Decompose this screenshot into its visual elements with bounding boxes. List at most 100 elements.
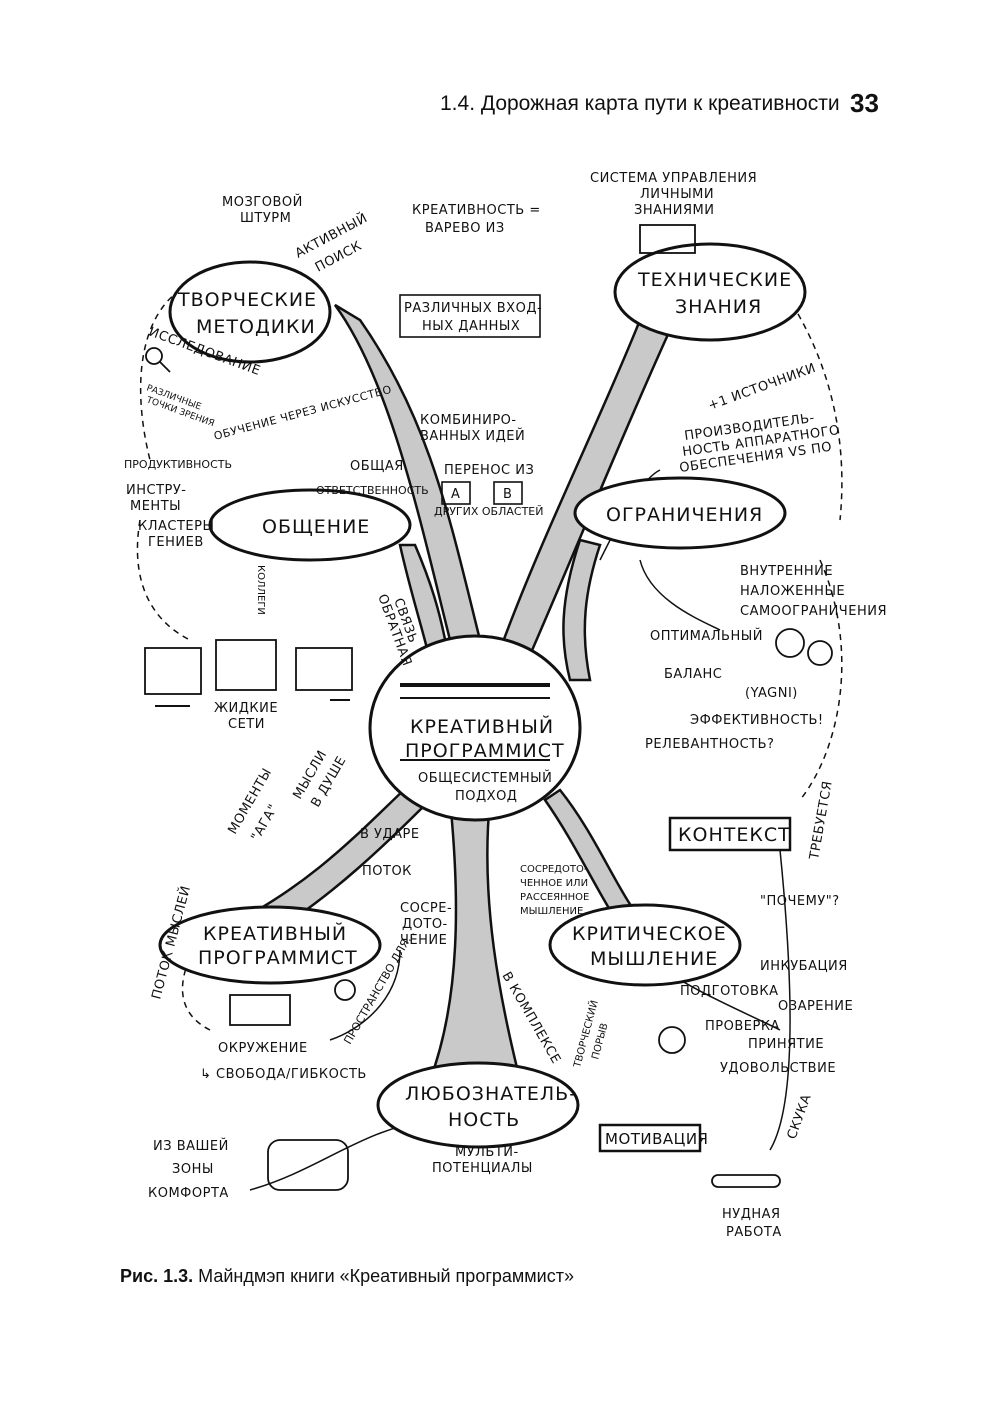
node-motivation-label: МОТИВАЦИЯ bbox=[605, 1130, 708, 1148]
node-curious-l1: ЛЮБОЗНАТЕЛЬ- bbox=[405, 1083, 577, 1105]
center-sub2: ПОДХОД bbox=[455, 789, 517, 804]
node-crprog-l1: КРЕАТИВНЫЙ bbox=[203, 922, 347, 945]
label-liquid2: СЕТИ bbox=[228, 717, 265, 732]
label-pkm2: ЛИЧНЫМИ bbox=[640, 187, 714, 202]
label-brew2: ВАРЕВО ИЗ bbox=[425, 221, 505, 236]
main-nodes bbox=[158, 242, 807, 1149]
label-focus1: СОСРЕ- bbox=[400, 901, 452, 916]
node-motivation-box bbox=[598, 1123, 702, 1153]
gear-icon bbox=[775, 628, 805, 658]
label-self: САМООГРАНИЧЕНИЯ bbox=[740, 604, 887, 619]
label-boxA: A bbox=[451, 487, 460, 502]
label-comfort1: ИЗ ВАШЕЙ bbox=[153, 1138, 229, 1154]
label-pkm3: ЗНАНИЯМИ bbox=[634, 203, 714, 218]
label-inputs1: РАЗЛИЧНЫХ ВХОД- bbox=[404, 301, 542, 316]
inputs-box bbox=[399, 294, 541, 338]
label-tools2: МЕНТЫ bbox=[130, 499, 181, 514]
sketch-icons bbox=[144, 224, 833, 1191]
label-why: "ПОЧЕМУ"? bbox=[760, 894, 840, 909]
label-focused1: СОСРЕДОТО- bbox=[520, 864, 588, 875]
center-node: КРЕАТИВНЫЙ ПРОГРАММИСТ ОБЩЕСИСТЕМНЫЙ ПОД… bbox=[368, 634, 582, 822]
label-multi1: МУЛЬТИ- bbox=[455, 1145, 519, 1160]
node-methods-l1: ТВОРЧЕСКИЕ bbox=[177, 289, 317, 311]
label-dull2: РАБОТА bbox=[726, 1225, 782, 1240]
label-productivity: ПРОДУКТИВНОСТЬ bbox=[124, 458, 232, 471]
label-internal: ВНУТРЕННИЕ bbox=[740, 564, 833, 579]
label-combo1: КОМБИНИРО- bbox=[420, 413, 517, 428]
caption-label: Рис. 1.3. bbox=[120, 1266, 194, 1286]
node-crit-l1: КРИТИЧЕСКОЕ bbox=[572, 923, 727, 945]
label-pkm1: СИСТЕМА УПРАВЛЕНИЯ bbox=[590, 171, 757, 186]
label-opt: ОПТИМАЛЬНЫЙ bbox=[650, 628, 763, 644]
network-icon bbox=[144, 647, 202, 695]
label-focused4: МЫШЛЕНИЕ bbox=[520, 906, 583, 917]
branches bbox=[227, 303, 672, 1082]
label-sources: +1 ИСТОЧНИКИ bbox=[706, 361, 818, 414]
label-other: ДРУГИХ ОБЛАСТЕЙ bbox=[434, 505, 543, 518]
label-yagni: (YAGNI) bbox=[745, 686, 798, 701]
center-line1: КРЕАТИВНЫЙ bbox=[410, 715, 554, 738]
center-sub1: ОБЩЕСИСТЕМНЫЙ bbox=[418, 770, 552, 786]
node-limits-label: ОГРАНИЧЕНИЯ bbox=[606, 504, 763, 526]
label-comfort3: КОМФОРТА bbox=[148, 1186, 229, 1201]
node-tech-l2: ЗНАНИЯ bbox=[675, 296, 762, 318]
label-boredom: СКУКА bbox=[785, 1092, 815, 1141]
label-accept: ПРИНЯТИЕ bbox=[748, 1037, 824, 1052]
label-focus2: ДОТО- bbox=[402, 917, 448, 932]
label-transfer: ПЕРЕНОС ИЗ bbox=[444, 463, 534, 478]
node-curious bbox=[376, 1061, 580, 1149]
label-focused3: РАССЕЯННОЕ bbox=[520, 892, 589, 903]
node-crprog-l2: ПРОГРАММИСТ bbox=[198, 947, 358, 969]
label-boxB: B bbox=[503, 487, 512, 502]
label-combo2: ВАННЫХ ИДЕЙ bbox=[420, 428, 525, 444]
node-crprog bbox=[158, 905, 382, 985]
conveyor-icon bbox=[711, 1174, 781, 1188]
label-satisf: УДОВОЛЬСТВИЕ bbox=[720, 1061, 836, 1076]
box-a bbox=[441, 481, 471, 505]
node-limits bbox=[573, 476, 787, 550]
figure-caption: Рис. 1.3. Майндмэп книги «Креативный про… bbox=[120, 1266, 574, 1287]
node-context-label: КОНТЕКСТ bbox=[678, 824, 791, 846]
balloon-icon bbox=[658, 1026, 686, 1054]
node-comm bbox=[208, 488, 412, 562]
center-line2: ПРОГРАММИСТ bbox=[405, 740, 565, 762]
page-number: 33 bbox=[850, 88, 879, 118]
label-shared1: ОБЩАЯ bbox=[350, 459, 404, 474]
label-tools1: ИНСТРУ- bbox=[126, 483, 186, 498]
box-b bbox=[493, 481, 523, 505]
node-crit bbox=[548, 903, 742, 987]
label-flow: ПОТОК bbox=[362, 864, 412, 879]
node-curious-l2: НОСТЬ bbox=[448, 1109, 520, 1131]
label-clusters1: КЛАСТЕРЫ bbox=[138, 519, 214, 534]
node-comm-label: ОБЩЕНИЕ bbox=[262, 516, 370, 538]
running-title: 1.4. Дорожная карта пути к креативности bbox=[440, 92, 840, 115]
caption-text: Майндмэп книги «Креативный программист» bbox=[198, 1266, 574, 1286]
label-env: ОКРУЖЕНИЕ bbox=[218, 1041, 308, 1056]
factory-icon bbox=[229, 994, 291, 1026]
magnifier-icon bbox=[145, 347, 163, 365]
label-comfort2: ЗОНЫ bbox=[172, 1162, 214, 1177]
armchair-icon bbox=[267, 1139, 349, 1191]
label-dull1: НУДНАЯ bbox=[722, 1207, 781, 1222]
branch-limits bbox=[562, 538, 602, 682]
label-multi2: ПОТЕНЦИАЛЫ bbox=[432, 1161, 533, 1176]
label-brew1: КРЕАТИВНОСТЬ = bbox=[412, 203, 541, 218]
label-prep: ПОДГОТОВКА bbox=[680, 984, 779, 999]
node-methods bbox=[168, 260, 332, 364]
label-brainstorm1: МОЗГОВОЙ bbox=[222, 194, 303, 210]
label-eff: ЭФФЕКТИВНОСТЬ! bbox=[690, 713, 824, 728]
label-incubation: ИНКУБАЦИЯ bbox=[760, 959, 848, 974]
node-tech-l1: ТЕХНИЧЕСКИЕ bbox=[637, 269, 792, 291]
label-inputs2: НЫХ ДАННЫХ bbox=[422, 319, 520, 334]
label-balance: БАЛАНС bbox=[664, 667, 722, 682]
label-brainstorm2: ШТУРМ bbox=[240, 211, 291, 226]
node-context-box bbox=[668, 816, 792, 852]
label-required: ТРЕБУЕТСЯ bbox=[807, 780, 836, 862]
label-liquid1: ЖИДКИЕ bbox=[214, 701, 278, 716]
label-colleagues: КОЛЛЕГИ bbox=[255, 565, 266, 615]
label-insight: ОЗАРЕНИЕ bbox=[778, 999, 853, 1014]
label-shared2: ОТВЕТСТВЕННОСТЬ bbox=[316, 484, 429, 497]
label-focus3: ЧЕНИЕ bbox=[400, 933, 447, 948]
label-zone: В УДАРЕ bbox=[360, 827, 420, 842]
